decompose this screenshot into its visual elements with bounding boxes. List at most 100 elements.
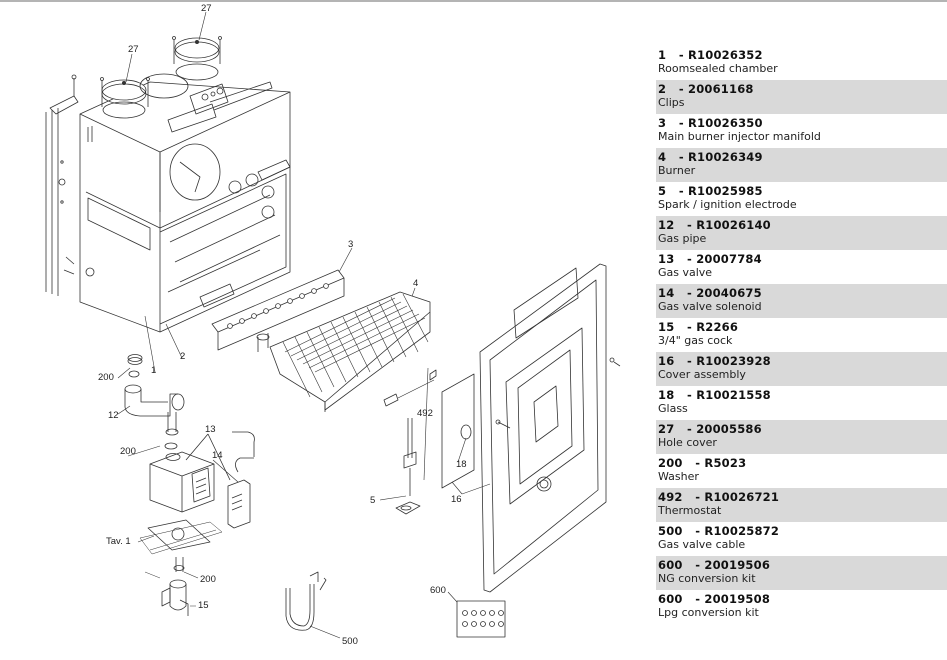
part-ref: 600 [658, 592, 683, 606]
part-ref: 5 [658, 184, 667, 198]
part-number: 18 - R10021558 [658, 388, 947, 402]
part-ref: 16 [658, 354, 675, 368]
part-description: Burner [658, 164, 696, 177]
callout-5: 5 [370, 495, 375, 506]
part-number: 12 - R10026140 [658, 218, 947, 232]
part-separator: - [674, 218, 697, 232]
part-code: R10026721 [704, 490, 780, 504]
part-description: Gas pipe [658, 232, 707, 245]
part-separator: - [674, 354, 697, 368]
part-code: 20061168 [688, 82, 754, 96]
part-description: Lpg conversion kit [658, 606, 759, 619]
part-ref: 27 [658, 422, 675, 436]
gasket-plate [137, 519, 223, 555]
part-description: NG conversion kit [658, 572, 756, 585]
part-ref: 12 [658, 218, 675, 232]
part-code: 20005586 [696, 422, 762, 436]
part-code: R10026140 [696, 218, 771, 232]
part-number: 16 - R10023928 [658, 354, 947, 368]
part-ref: 200 [658, 456, 683, 470]
burner-assembly [211, 269, 431, 412]
part-code: 20040675 [696, 286, 762, 300]
ignition-electrode [379, 379, 435, 515]
part-description: Thermostat [658, 504, 722, 517]
part-separator: - [674, 388, 697, 402]
callout-500: 500 [342, 636, 358, 647]
part-description: Cover assembly [658, 368, 746, 381]
conversion-kit [447, 591, 506, 638]
part-number: 1 - R10026352 [658, 48, 947, 62]
callout-3: 3 [348, 239, 353, 250]
roomsealed-chamber [79, 81, 291, 333]
callout-tav-1: Tav. 1 [106, 536, 131, 547]
part-description: Gas valve cable [658, 538, 746, 551]
part-code: R10025872 [704, 524, 780, 538]
callout-18: 18 [456, 459, 467, 470]
part-number: 4 - R10026349 [658, 150, 947, 164]
part-code: R10025985 [688, 184, 763, 198]
gas-cock [144, 557, 199, 616]
part-description: Spark / ignition electrode [658, 198, 797, 211]
callout-1: 1 [151, 365, 156, 376]
part-separator: - [682, 456, 705, 470]
callout-200: 200 [120, 446, 136, 457]
gas-valve [149, 431, 255, 529]
part-description: Clips [658, 96, 685, 109]
callout-12: 12 [108, 410, 119, 421]
callout-27: 27 [201, 3, 212, 14]
callout-492: 492 [417, 408, 433, 419]
callout-15: 15 [198, 600, 209, 611]
callout-27: 27 [128, 44, 139, 55]
part-number: 15 - R2266 [658, 320, 947, 334]
part-description: Gas valve solenoid [658, 300, 762, 313]
part-number: 492 - R10026721 [658, 490, 947, 504]
part-description: Hole cover [658, 436, 717, 449]
part-description: Main burner injector manifold [658, 130, 821, 143]
part-ref: 18 [658, 388, 675, 402]
part-separator: - [682, 490, 705, 504]
callout-16: 16 [451, 494, 462, 505]
callout-14: 14 [212, 450, 223, 461]
part-separator: - [666, 184, 688, 198]
part-ref: 13 [658, 252, 675, 266]
part-ref: 600 [658, 558, 683, 572]
part-code: R10026350 [688, 116, 763, 130]
part-ref: 492 [658, 490, 683, 504]
part-number: 200 - R5023 [658, 456, 947, 470]
cover-assembly [441, 263, 621, 593]
part-ref: 4 [658, 150, 667, 164]
part-code: 20007784 [696, 252, 762, 266]
part-code: R10023928 [696, 354, 771, 368]
part-code: R10021558 [696, 388, 771, 402]
part-separator: - [682, 558, 705, 572]
part-separator: - [674, 320, 697, 334]
callout-4: 4 [413, 278, 418, 289]
part-separator: - [666, 48, 688, 62]
part-ref: 15 [658, 320, 675, 334]
part-number: 3 - R10026350 [658, 116, 947, 130]
part-description: Washer [658, 470, 699, 483]
part-number: 2 - 20061168 [658, 82, 947, 96]
part-code: 20019508 [704, 592, 771, 606]
part-ref: 500 [658, 524, 683, 538]
part-number: 600 - 20019506 [658, 558, 947, 572]
part-separator: - [682, 524, 705, 538]
